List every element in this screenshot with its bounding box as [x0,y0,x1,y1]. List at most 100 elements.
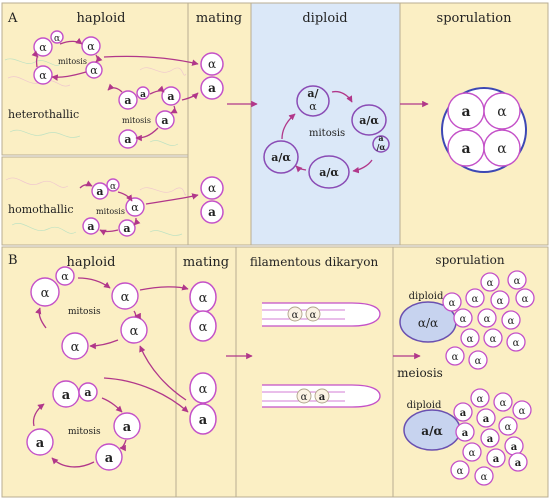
panel-b: B haploid mating filamentous dikaryon sp… [1,246,549,498]
panel-letter-a: A [7,11,18,26]
cell-a [82,217,100,235]
cycle-arrow [99,229,119,236]
label-alpha: α [309,100,317,113]
meiosis-label: meiosis [397,366,443,380]
mating-title: mating [196,11,242,26]
label-alpha: α [39,69,47,82]
mitosis-label-b: mitosis [68,307,101,317]
spore-label: α [519,406,526,417]
cell-a [113,412,141,440]
spore-labels-upper: α α α α α α α α α α α α α α [449,276,529,367]
spore-label: α [513,338,520,349]
spore-label: α [457,466,464,477]
cycle-arrow [170,105,178,114]
spore-label: α [497,296,504,307]
spore-label: a [460,408,467,419]
mating-title-b: mating [183,255,229,270]
spore-label: α [484,314,491,325]
spore-alpha [483,129,521,167]
label-a: a [208,81,216,95]
spore-label: α [505,422,512,433]
spore-label: α [475,356,482,367]
spores-lower [450,388,532,486]
cycle-arrow [119,439,127,452]
label-a: a [84,386,91,399]
dikaryon-title: filamentous dikaryon [250,255,379,269]
dikaryon-nuclei [287,306,330,404]
label-alpha: α [199,291,208,306]
cycle-arrow [133,310,141,320]
cell-a [118,219,136,237]
cell-a [161,86,181,106]
cycle-arrow [95,54,103,63]
label-a-alpha: a/α [319,166,339,179]
label-a: a [161,114,168,127]
cell-a [91,182,109,200]
label-alpha: α [54,34,60,44]
label-alpha-alpha: α/α [418,316,438,330]
label-a: a [319,392,326,403]
cell-alpha [61,332,89,360]
diploid-cell [263,140,299,174]
mating-pairs-a [200,52,224,224]
label-alpha: α [90,64,98,77]
label-a: a [123,222,130,235]
cycle-arrow [51,457,95,468]
to-mating-arrow [139,345,187,401]
label-alpha: α [208,57,216,71]
spore-alpha [483,92,521,130]
mating-cell-alpha [200,176,224,200]
spore-label: a [487,434,494,445]
mitosis-label: mitosis [309,128,345,139]
label-a-slash: a/ [307,87,319,100]
a-cluster-b [26,380,141,471]
cell-a [118,90,138,110]
cycle-arrow [59,37,83,45]
nucleus-a [314,388,330,404]
cycle-arrow [89,339,119,350]
label-alpha: α [208,181,216,195]
label-a: a [62,388,71,403]
mating-cell-a [189,403,217,435]
cell-a [26,428,54,456]
label-alpha: α [497,104,507,120]
cycle-arrow [32,403,45,427]
cycle-arrow [51,71,87,81]
cell-a-bud [78,382,98,402]
cell-alpha [120,316,148,344]
diploid-cells [263,85,390,189]
label-alpha: α [121,290,130,305]
diploid-cycle-arrow [281,113,296,140]
spore-label: α [508,316,515,327]
label-alpha: α [497,141,507,157]
spore-label: α [514,276,521,287]
spore-label: α [460,314,467,325]
panel-letter-b: B [8,253,18,268]
label-alpha: α [110,182,116,192]
cycle-arrow [101,397,123,413]
spore-label: α [449,298,456,309]
diploid-label-upper: diploid [409,291,444,302]
label-a: a [123,420,132,435]
hypha-upper [262,302,381,327]
cell-alpha [30,277,60,307]
cell-a [95,443,123,471]
label-alpha: α [39,41,47,54]
spores-upper [442,270,535,370]
cell-alpha [125,197,145,217]
label-alpha: α [131,201,139,214]
nucleus-alpha [287,306,303,322]
label-a: a [378,133,383,143]
label-a: a [124,94,131,107]
label-a-alpha: a/α [271,151,291,164]
cell-alpha [85,61,103,79]
haploid-title: haploid [77,11,126,26]
sporulation-title-b: sporulation [435,253,504,267]
mating-cell-alpha [200,52,224,76]
spore-label: a [511,442,518,453]
label-slash-alpha: /α [376,142,385,152]
cycle-arrow [133,217,141,226]
label-a: a [199,413,208,428]
label-a: a [87,220,94,233]
